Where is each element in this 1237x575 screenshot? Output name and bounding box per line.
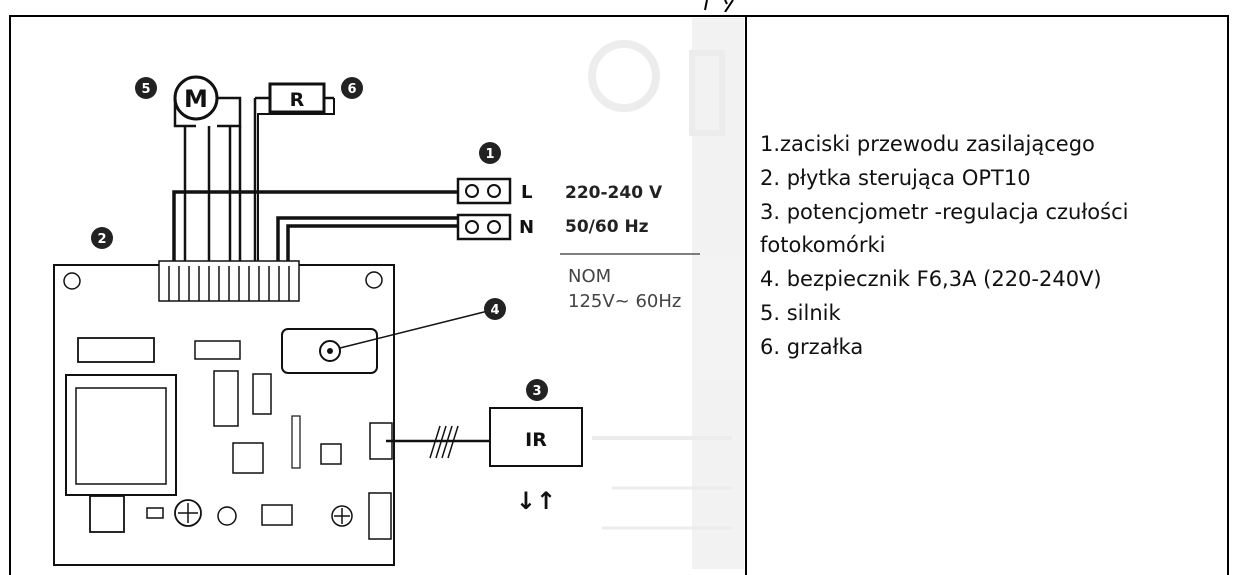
marker-1-dot [479, 142, 501, 164]
nom-value: 125V~ 60Hz [568, 291, 681, 312]
marker-2-dot [91, 227, 113, 249]
legend-item: fotokomórki [760, 233, 886, 258]
legend-item: 2. płytka sterująca OPT10 [760, 165, 1031, 190]
ir-sensor: IR ↓↑ [386, 407, 583, 515]
legend-list: 1.zaciski przewodu zasilającego 2. płytk… [760, 128, 1230, 365]
marker-3: 3 [532, 384, 541, 399]
motor-label: M [184, 85, 208, 113]
frequency-rating: 50/60 Hz [565, 217, 649, 237]
power-wires [172, 190, 460, 271]
table-frame [9, 15, 1229, 575]
marker-3-dot [526, 379, 548, 401]
wiring-diagram: M 5 R 6 L N 1 220-240 V 5 [53, 18, 744, 569]
component-wires [183, 98, 335, 271]
legend-item: 1.zaciski przewodu zasilającego [760, 132, 1095, 156]
column-divider [745, 15, 747, 575]
terminal-block: L N [456, 177, 534, 241]
control-board [53, 260, 395, 566]
marker-6-dot [341, 77, 363, 99]
marker-5-dot [135, 77, 157, 99]
legend-item: 4. bezpiecznik F6,3A (220-240V) [760, 267, 1102, 292]
nom-label: NOM [568, 266, 611, 287]
legend-item: 3. potencjometr -regulacja czułości [760, 199, 1129, 224]
ir-label: IR [525, 429, 547, 451]
marker-4: 4 [490, 303, 499, 318]
fuse-leader-line [339, 309, 493, 349]
motor-symbol: M [173, 75, 242, 128]
voltage-rating: 220-240 V [565, 183, 663, 203]
marker-1: 1 [485, 147, 494, 162]
resistor-symbol: R [255, 82, 334, 114]
ir-direction-arrows: ↓↑ [516, 487, 556, 515]
marker-6: 6 [347, 82, 356, 97]
background-shading [588, 18, 744, 569]
marker-5: 5 [141, 82, 150, 97]
resistor-label: R [290, 89, 305, 111]
cropped-heading-fragment [704, 0, 734, 12]
legend-item: 6. grzałka [760, 334, 864, 359]
marker-2: 2 [97, 232, 106, 247]
legend-item: 5. silnik [760, 300, 841, 325]
terminal-L: L [521, 182, 532, 203]
terminal-N: N [519, 217, 534, 238]
marker-4-dot [484, 298, 506, 320]
